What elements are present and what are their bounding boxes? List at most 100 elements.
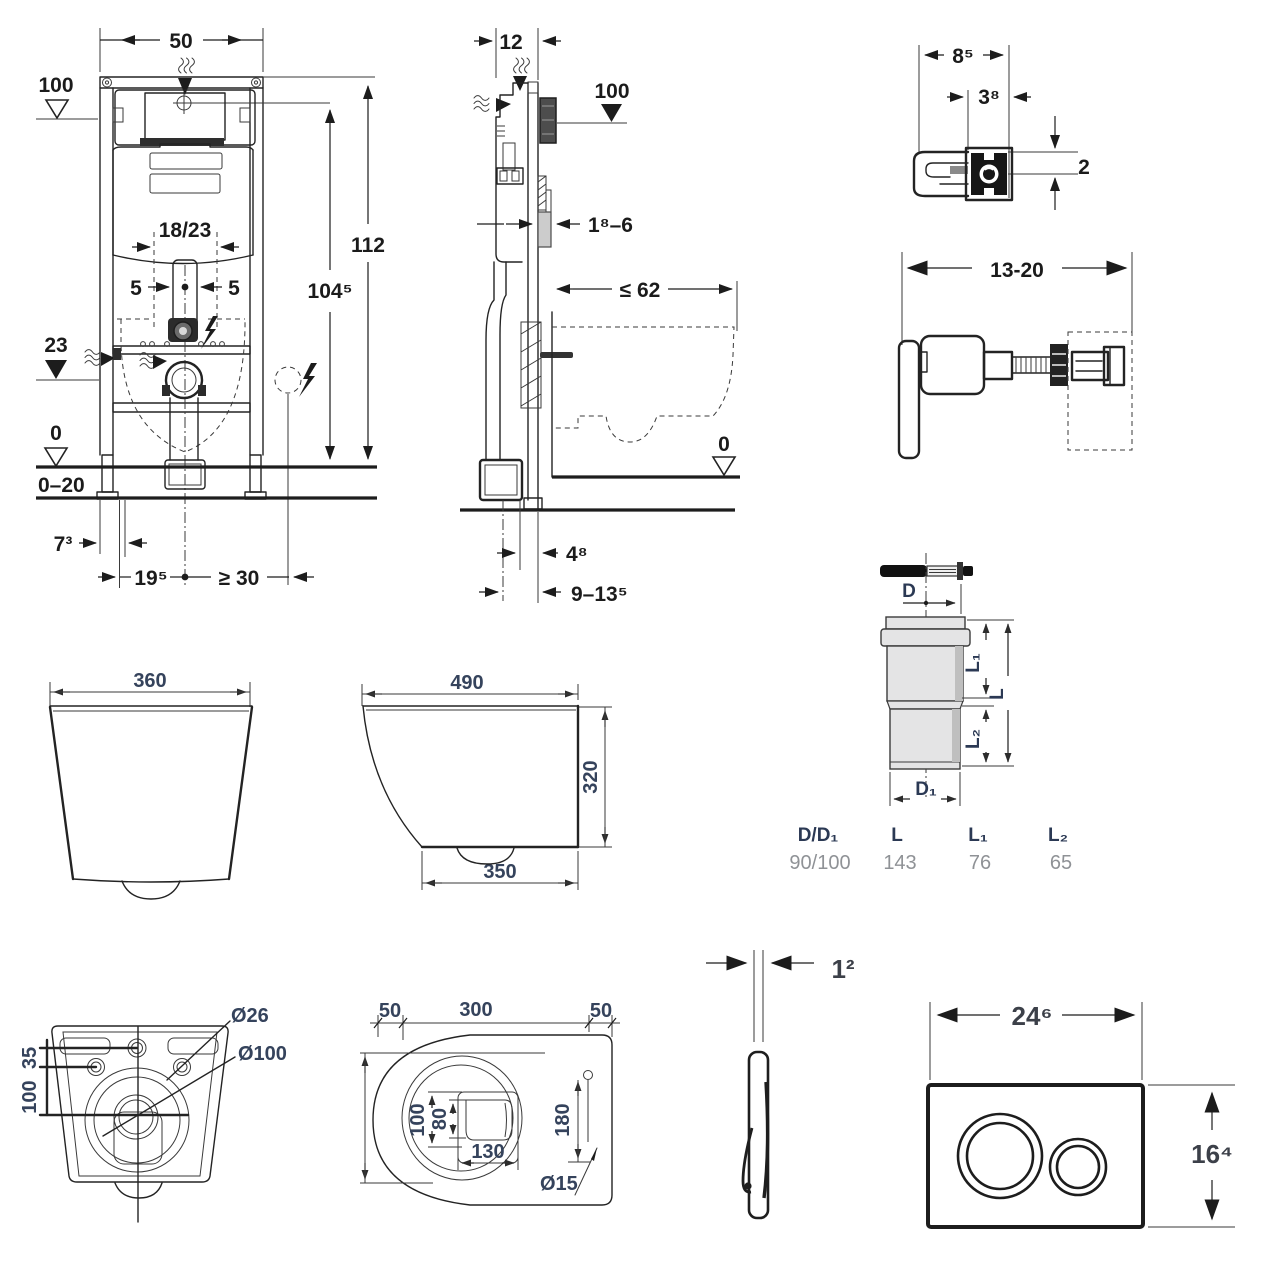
level-0: 0 xyxy=(718,433,730,456)
label-D1: D₁ xyxy=(915,779,937,800)
dim-8-5: 8⁵ xyxy=(952,45,974,68)
pan-front-curve xyxy=(362,705,423,848)
table-value: 143 xyxy=(883,852,916,874)
dia-15: Ø15 xyxy=(540,1173,578,1195)
dim-50-right: 50 xyxy=(590,1000,612,1022)
figure-actuator-side: 1² xyxy=(706,950,855,1220)
leader-arrow xyxy=(591,1148,597,1161)
level-100: 100 xyxy=(594,80,629,103)
sound-insulation-pad xyxy=(537,211,552,248)
frame-foot-right xyxy=(249,454,262,493)
dim-100: 100 xyxy=(19,1080,41,1113)
dim-5-right: 5 xyxy=(228,277,240,300)
dim-130: 130 xyxy=(471,1141,504,1163)
pan-rear-outline xyxy=(51,1025,229,1183)
clip-block xyxy=(964,146,1014,202)
dim-13-20: 13-20 xyxy=(990,259,1044,282)
figure-pan-rear: 35 100 Ø26 Ø100 xyxy=(19,1005,287,1223)
level-marker-filled xyxy=(601,104,622,122)
table-value: 76 xyxy=(969,852,991,874)
dim-4-8: 4⁸ xyxy=(566,543,588,566)
table-value: 65 xyxy=(1050,852,1072,874)
level-marker-open xyxy=(43,447,69,468)
range-0-20: 0–20 xyxy=(38,474,85,497)
lightning-icon xyxy=(201,316,218,349)
table-header: L xyxy=(891,825,903,846)
frame-top-rail xyxy=(99,76,264,89)
dim-320: 320 xyxy=(580,760,602,793)
flush-opening xyxy=(465,1099,513,1141)
power-connection-dashed xyxy=(274,366,302,394)
anchor-body xyxy=(919,334,986,396)
figure-pan-plan: 50 300 50 100 80 130 xyxy=(360,999,620,1206)
dia-26: Ø26 xyxy=(231,1005,269,1027)
pan-drain-bump xyxy=(456,847,515,865)
dim-50-left: 50 xyxy=(379,1000,401,1022)
level-0: 0 xyxy=(50,422,62,445)
dim-9-13-5: 9–13⁵ xyxy=(571,583,628,606)
heat-wavy-icon xyxy=(473,95,490,112)
flush-button-small[interactable] xyxy=(1048,1137,1108,1197)
dim-min-30: ≥ 30 xyxy=(219,567,260,590)
figure-fixing-clip: 8⁵ 3⁸ 2 xyxy=(912,45,1090,210)
table-value: 90/100 xyxy=(789,852,850,874)
dim-300: 300 xyxy=(459,999,492,1021)
dim-frame-width: 50 xyxy=(169,30,192,53)
heat-wavy-icon xyxy=(513,57,530,74)
actuator-lever-hook xyxy=(741,1127,754,1194)
figure-actuator-front: 24⁶ 16⁴ xyxy=(926,1001,1235,1229)
dim-180: 180 xyxy=(552,1103,574,1136)
figure-pan-side: 490 320 350 xyxy=(361,672,612,890)
clip-body xyxy=(912,150,970,198)
dim-2: 2 xyxy=(1078,156,1090,179)
level-100: 100 xyxy=(38,74,73,97)
figure-wall-anchor: 13-20 xyxy=(897,252,1133,460)
label-L1: L₁ xyxy=(963,653,984,673)
heat-wavy-icon xyxy=(84,349,101,366)
pipe-dimension-table: D/D₁ L L₁ L₂ 90/100 143 76 65 xyxy=(789,825,1072,874)
frame-lower-crossrail xyxy=(112,345,251,355)
level-23: 23 xyxy=(44,334,67,357)
dim-1-8-6: 1⁸–6 xyxy=(588,214,633,237)
fixing-hole xyxy=(583,1070,593,1080)
figure-outlet-pipe: D L₁ L₂ L D₁ xyxy=(789,553,1072,874)
pan-outline-dashed xyxy=(552,326,735,443)
dim-350: 350 xyxy=(483,861,516,883)
heat-wavy-icon xyxy=(178,57,195,74)
cistern-top xyxy=(112,143,254,151)
table-header: L₂ xyxy=(1048,825,1068,846)
dim-18-23: 18/23 xyxy=(159,219,212,242)
label-L2: L₂ xyxy=(963,729,984,749)
level-marker-open xyxy=(711,456,737,477)
wall-bolt xyxy=(540,352,573,358)
dim-112: 112 xyxy=(351,234,385,257)
dim-3-8: 3⁸ xyxy=(978,86,1000,109)
dim-360: 360 xyxy=(133,670,166,692)
level-marker-filled xyxy=(45,360,67,379)
wall-duct-hatched xyxy=(520,321,542,409)
dim-depth-12: 12 xyxy=(499,31,522,54)
wall-socket-dashed xyxy=(1067,331,1133,451)
flush-bend xyxy=(485,261,495,461)
pipe-body xyxy=(880,616,971,770)
pan-drain-bump xyxy=(121,880,181,900)
flush-plate xyxy=(926,1083,1145,1229)
dim-24-6: 24⁶ xyxy=(1012,1001,1053,1031)
pan-plan-outline xyxy=(372,1034,613,1206)
label-D: D xyxy=(902,581,916,602)
table-header: L₁ xyxy=(968,825,988,846)
dim-19-5: 19⁵ xyxy=(134,567,167,590)
figure-pan-front: 360 xyxy=(48,670,254,900)
dim-1-2: 1² xyxy=(831,954,854,984)
anchor-handle xyxy=(897,339,921,460)
dim-100: 100 xyxy=(407,1103,429,1136)
service-opening xyxy=(114,89,256,146)
dim-490: 490 xyxy=(450,672,483,694)
figure-frame-front: 50 18/23 xyxy=(36,28,385,590)
flush-button-large[interactable] xyxy=(956,1112,1044,1200)
dim-5-left: 5 xyxy=(130,277,142,300)
dim-35: 35 xyxy=(19,1047,41,1069)
lightning-icon xyxy=(299,363,317,397)
level-marker-open xyxy=(44,99,70,120)
